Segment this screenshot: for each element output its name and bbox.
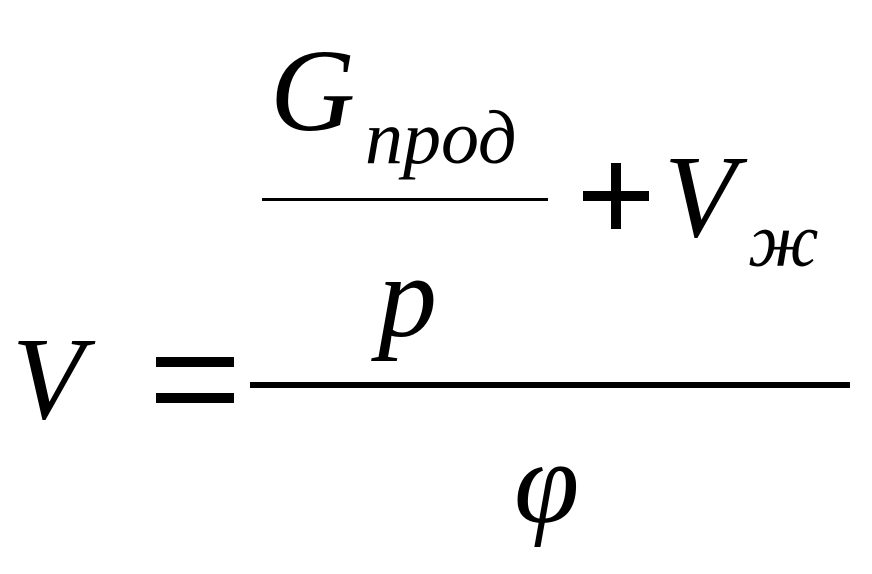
second-term-subscript: ж xyxy=(748,199,819,283)
inner-denominator-symbol: p xyxy=(371,231,437,362)
outer-fraction-bar xyxy=(250,382,850,388)
plus-sign xyxy=(583,163,649,229)
lhs-volume-symbol: V xyxy=(12,313,96,444)
inner-fraction-bar xyxy=(262,198,548,201)
inner-numerator-subscript: прод xyxy=(365,96,516,180)
equals-sign xyxy=(156,357,234,403)
inner-numerator-symbol: G xyxy=(270,25,355,156)
outer-denominator-symbol: φ xyxy=(514,417,579,548)
second-term-symbol: V xyxy=(664,131,748,262)
